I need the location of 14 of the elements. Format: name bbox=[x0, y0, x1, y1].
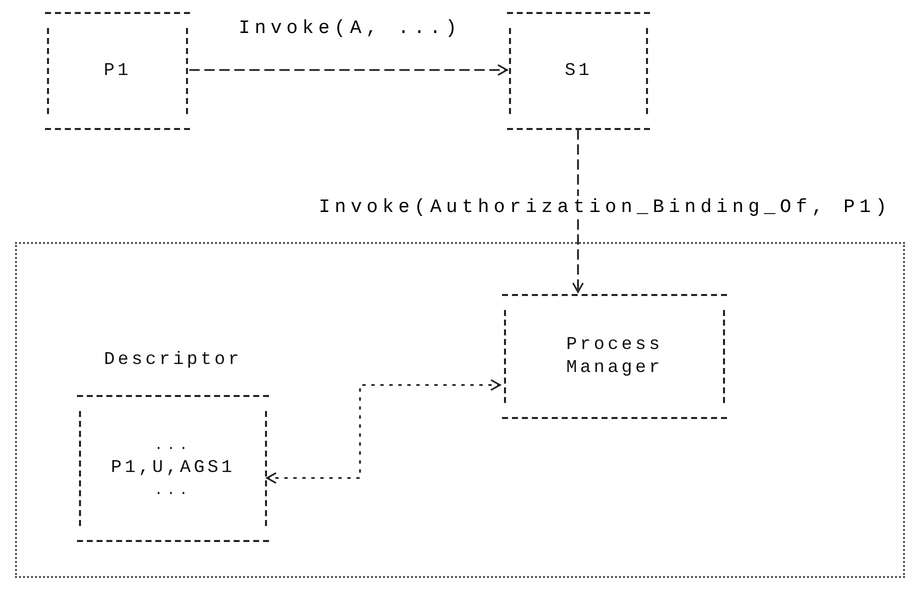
box-label: S1 bbox=[564, 60, 592, 82]
dotted-region bbox=[15, 242, 905, 578]
ellipsis-text: ... bbox=[154, 482, 192, 501]
box-label: Process Manager bbox=[565, 334, 664, 379]
arrow bbox=[189, 64, 508, 76]
ellipsis-text: ... bbox=[154, 436, 192, 456]
process-box bbox=[45, 12, 190, 130]
box-heading: Descriptor bbox=[102, 350, 244, 370]
arrow bbox=[266, 379, 501, 484]
box-label: P1,U,AGS1 bbox=[110, 457, 236, 480]
box-label: P1 bbox=[104, 60, 132, 82]
process-box bbox=[502, 294, 727, 419]
arrow bbox=[572, 129, 584, 293]
process-box bbox=[507, 12, 650, 130]
